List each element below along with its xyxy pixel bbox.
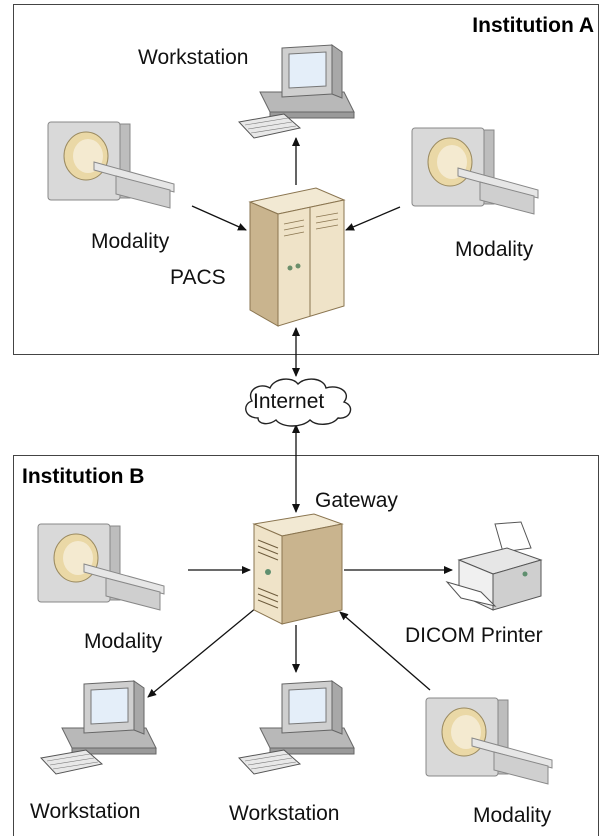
pacs-label: PACS (170, 266, 226, 289)
workstation-b-left-label: Workstation (30, 800, 141, 823)
ct-scanner-icon (37, 523, 165, 611)
workstation-icon (238, 44, 355, 139)
arrow-gateway-to-workstation-left (147, 607, 257, 698)
workstation-icon (40, 680, 157, 775)
workstation-b-mid-label: Workstation (229, 802, 340, 825)
modality-b-left-label: Modality (84, 630, 163, 653)
ct-scanner-icon (411, 127, 539, 215)
printer-icon (445, 521, 543, 611)
workstation-a-label: Workstation (138, 46, 249, 69)
modality-a-right-label: Modality (455, 238, 534, 261)
dicom-printer-label: DICOM Printer (405, 624, 543, 647)
ct-scanner-icon (47, 121, 175, 209)
internet-label: Internet (253, 390, 325, 413)
gateway-label: Gateway (315, 489, 398, 512)
modality-b-right-label: Modality (473, 804, 552, 827)
server-icon (248, 187, 346, 327)
arrow-modality-right-to-gateway (339, 611, 431, 691)
modality-a-left-label: Modality (91, 230, 170, 253)
arrow-modality-right-to-pacs (345, 206, 401, 231)
workstation-icon (238, 680, 355, 775)
arrow-modality-left-to-pacs (191, 205, 247, 231)
server-icon (252, 513, 344, 625)
cloud-icon (245, 378, 352, 427)
institution-b-title: Institution B (22, 465, 145, 488)
ct-scanner-icon (425, 697, 553, 785)
institution-a-title: Institution A (472, 14, 594, 37)
